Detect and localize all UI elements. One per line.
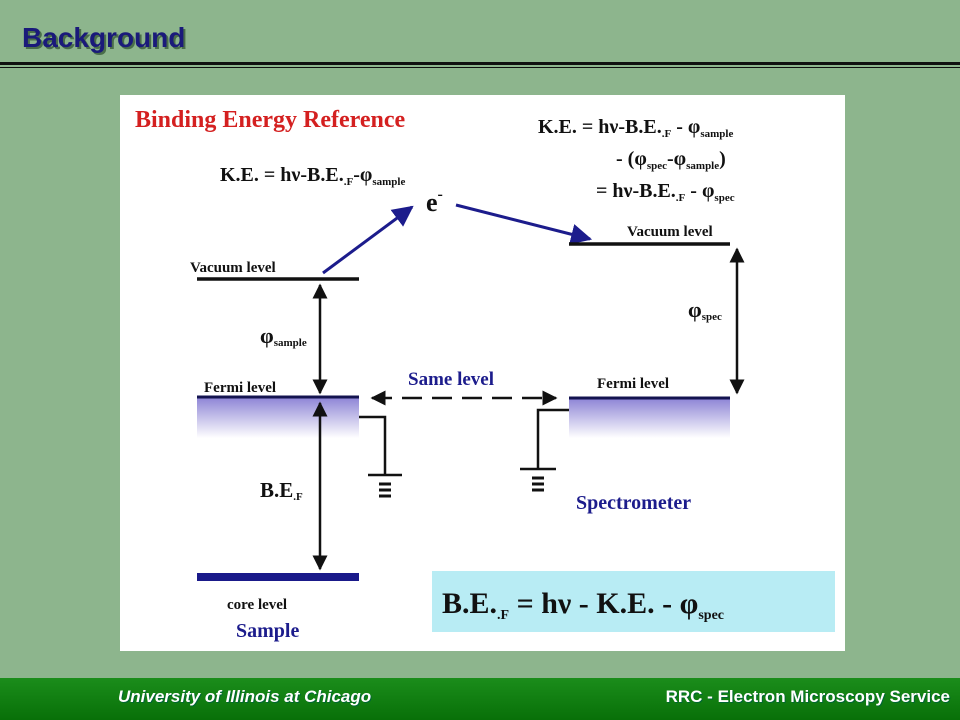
sample-label: Sample [236, 620, 299, 642]
slide-title: Background [22, 22, 186, 53]
spec-ground-icon [520, 467, 556, 492]
diagram-title: Binding Energy Reference [135, 107, 406, 133]
photoelectron-arrow [322, 205, 414, 275]
eq-top-line1: K.E. = hν-B.E..F - φsample [538, 116, 733, 140]
final-equation-box [432, 571, 835, 632]
electron-to-spectrometer-arrow [455, 203, 593, 245]
title-divider-thin [0, 67, 960, 68]
phi-spec-label: φspec [688, 297, 722, 323]
sample-ground-wire [359, 415, 387, 475]
sample-vacuum-label: Vacuum level [190, 260, 276, 276]
eq-top-line3: = hν-B.E..F - φspec [596, 180, 735, 204]
footer-university: University of Illinois at Chicago [118, 687, 372, 706]
spectrometer-label: Spectrometer [576, 492, 691, 514]
eq-kinetic-sample: K.E. = hν-B.E..F-φsample [220, 164, 405, 188]
binding-energy-label: B.E.F [260, 478, 303, 503]
title-divider [0, 62, 960, 65]
spec-fermi-band [569, 399, 730, 438]
sample-fermi-band [197, 398, 359, 438]
phi-sample-label: φsample [260, 323, 307, 349]
electron-symbol: e- [426, 186, 443, 217]
final-equation: B.E..F = hν - K.E. - φspec [442, 587, 724, 623]
same-level-label: Same level [408, 369, 494, 390]
spec-vacuum-label: Vacuum level [627, 224, 713, 240]
footer-bar: University of Illinois at Chicago RRC - … [0, 678, 960, 720]
spec-ground-wire [536, 408, 569, 469]
footer-service: RRC - Electron Microscopy Service [665, 687, 950, 706]
core-level-label: core level [227, 597, 287, 613]
sample-ground-icon [368, 473, 402, 498]
sample-fermi-label: Fermi level [204, 380, 276, 396]
spec-fermi-label: Fermi level [597, 376, 669, 392]
diagram-svg: Binding Energy Reference K.E. = hν-B.E..… [135, 107, 835, 642]
eq-top-line2: - (φspec-φsample) [616, 148, 726, 172]
energy-diagram: Binding Energy Reference K.E. = hν-B.E..… [120, 95, 845, 651]
